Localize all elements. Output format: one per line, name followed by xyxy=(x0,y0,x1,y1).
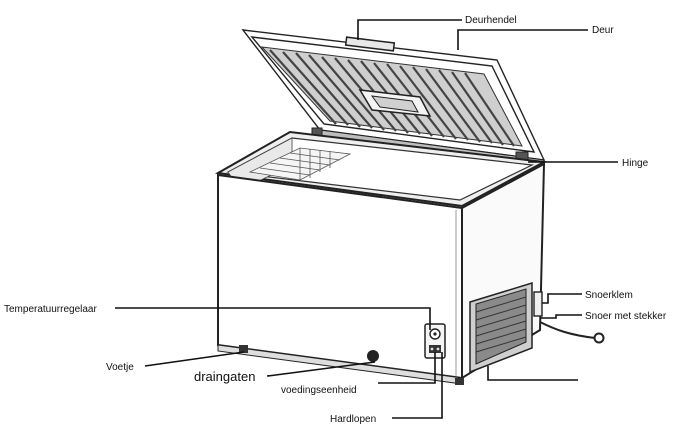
plug xyxy=(593,332,605,344)
cord-clamp xyxy=(533,291,543,317)
foot xyxy=(239,345,248,353)
label-handle: Deurhendel xyxy=(465,15,517,26)
drain-hole xyxy=(367,350,379,362)
label-running: Hardlopen xyxy=(330,414,376,425)
leader-lines xyxy=(115,19,618,419)
label-door: Deur xyxy=(592,25,614,36)
freezer-cabinet xyxy=(214,130,605,385)
label-drain: draingaten xyxy=(194,369,255,384)
power-cord xyxy=(539,321,596,339)
door-handle xyxy=(344,36,396,52)
label-thermostat: Temperatuurregelaar xyxy=(4,304,97,315)
ventilation-grille xyxy=(469,281,533,374)
basket xyxy=(248,147,352,181)
label-power: voedingseenheid xyxy=(281,385,357,396)
label-hinge: Hinge xyxy=(622,158,649,169)
label-foot: Voetje xyxy=(106,362,134,373)
label-cord-clamp: Snoerklem xyxy=(585,290,633,301)
label-cord-plug: Snoer met stekker xyxy=(585,311,667,322)
